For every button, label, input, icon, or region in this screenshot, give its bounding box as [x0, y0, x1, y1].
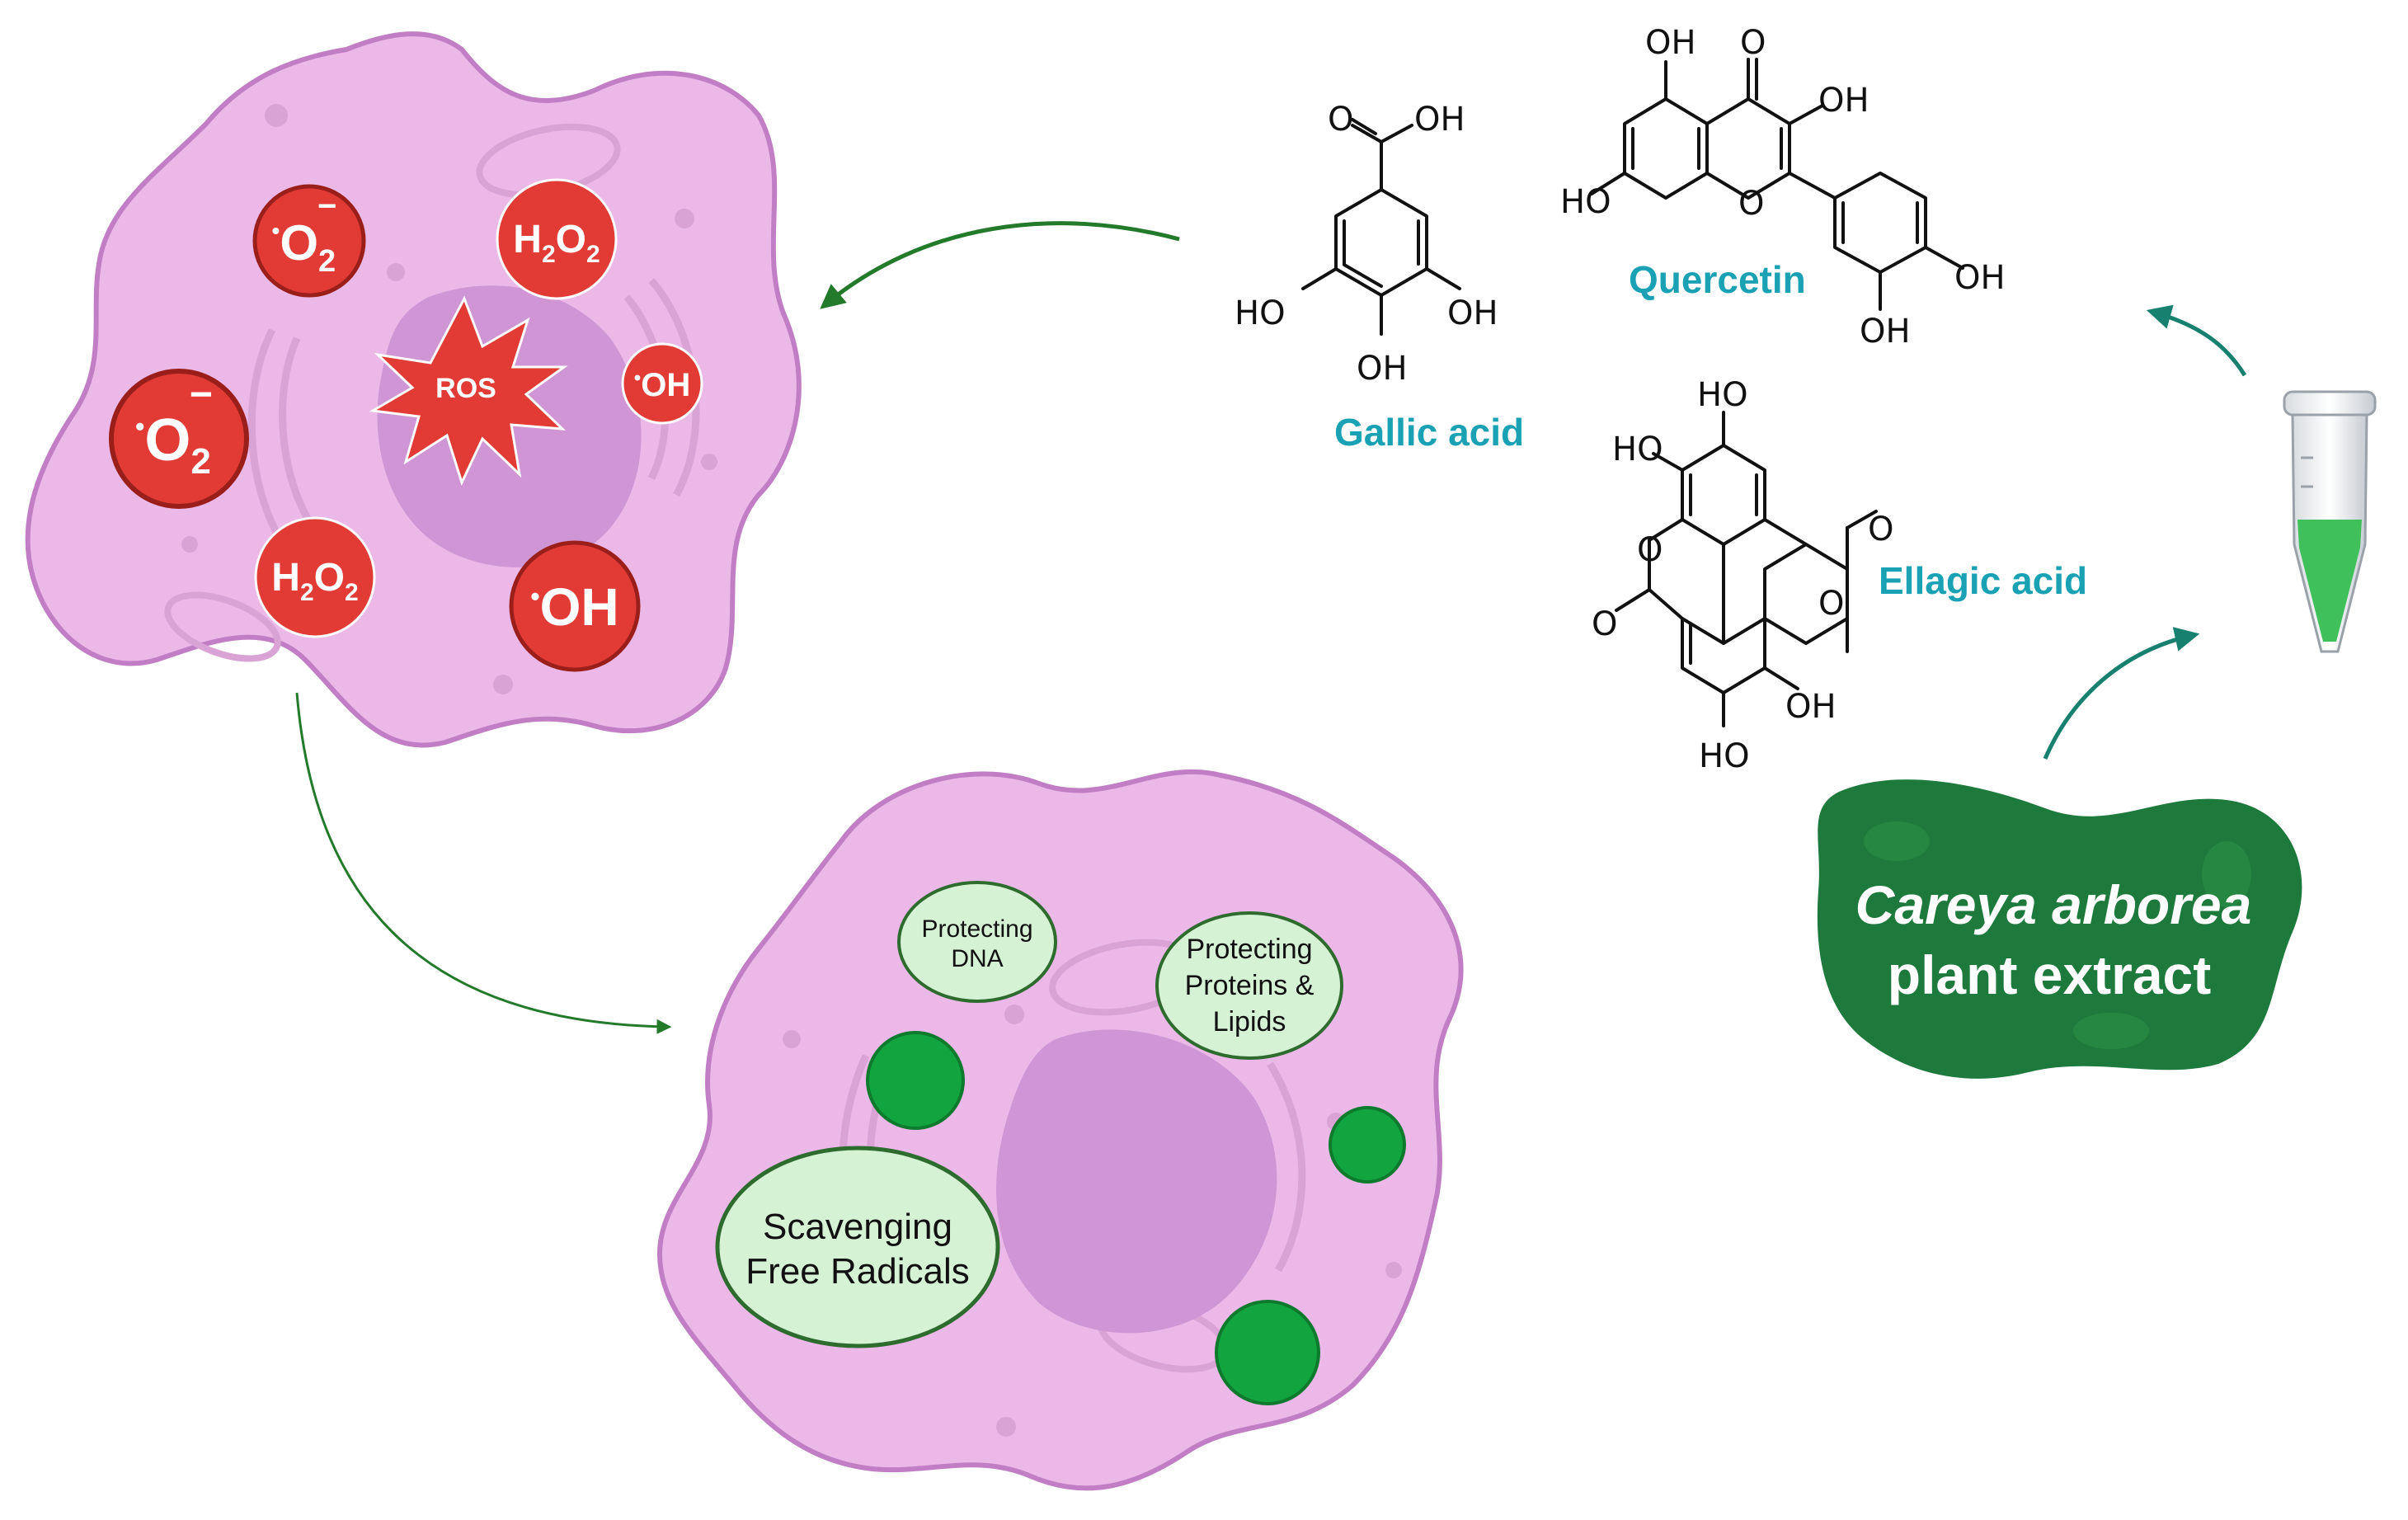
dna-label-line2: DNA — [951, 945, 1003, 972]
scavenging-free-radicals-bubble: Scavenging Free Radicals — [715, 1146, 1000, 1348]
svg-text:•OH: •OH — [634, 367, 690, 403]
svg-text:OH: OH — [1954, 259, 2006, 297]
quercetin-structure: OH O OH O HO OH OH — [1560, 24, 2006, 351]
svg-text:O: O — [1818, 585, 1844, 623]
arrow-to-protected-cell — [295, 692, 672, 1034]
vesicle — [701, 454, 717, 470]
svg-text:HO: HO — [1697, 376, 1748, 414]
svg-text:•O2−: •O2− — [135, 373, 213, 482]
proteins-label-line3: Lipids — [1213, 1006, 1286, 1038]
svg-text:O: O — [1637, 531, 1663, 569]
ellagic-acid-label: Ellagic acid — [1879, 559, 2087, 602]
mitochondrion — [164, 591, 281, 662]
extract-tube-icon — [2283, 390, 2377, 653]
vesicle — [1004, 1005, 1024, 1024]
vesicle — [181, 536, 198, 553]
hydroxyl-radical: •OH — [621, 342, 703, 425]
svg-text:O: O — [1738, 185, 1764, 223]
svg-text:OH: OH — [1357, 350, 1408, 388]
er-line — [1267, 1061, 1306, 1273]
svg-text:O: O — [1868, 511, 1893, 548]
gallic-acid-label: Gallic acid — [1334, 411, 1524, 454]
svg-text:O: O — [1740, 24, 1766, 62]
scavenging-label-line1: Scavenging — [763, 1207, 952, 1247]
svg-text:OH: OH — [1785, 688, 1837, 726]
ros-burst — [369, 295, 568, 487]
hydroxyl-radical: •OH — [509, 540, 641, 672]
svg-text:•OH: •OH — [530, 577, 618, 637]
scavenging-label-line2: Free Radicals — [745, 1251, 969, 1292]
hydrogen-peroxide: H2O2 — [254, 516, 376, 638]
quercetin-label: Quercetin — [1629, 258, 1806, 301]
hydrogen-peroxide: H2O2 — [496, 178, 618, 300]
superoxide-radical: •O2− — [252, 184, 366, 298]
svg-text:OH: OH — [1860, 313, 1911, 351]
plant-extract-label: plant extract — [1888, 944, 2211, 1005]
ros-stressed-cell: ROS •O2− H2O2 •OH •O2− — [25, 31, 802, 748]
protecting-proteins-lipids-bubble: Protecting Proteins & Lipids — [1155, 911, 1343, 1060]
svg-text:OH: OH — [1447, 294, 1498, 332]
ros-label: ROS — [435, 373, 496, 404]
vesicle — [493, 675, 513, 694]
protected-cell: Protecting DNA Protecting Proteins & Lip… — [656, 769, 1464, 1491]
svg-text:OH: OH — [1818, 82, 1869, 120]
plant-extract-blob: Careya arborea plant extract — [1817, 779, 2302, 1079]
vesicle — [265, 104, 288, 127]
er-line — [279, 336, 317, 530]
plant-name: Careya arborea — [1855, 874, 2252, 935]
svg-text:HO: HO — [1560, 183, 1611, 221]
antioxidant-particle — [1329, 1106, 1406, 1184]
antioxidant-particle — [1215, 1300, 1320, 1405]
vesicle — [387, 263, 405, 281]
svg-text:H2O2: H2O2 — [513, 218, 600, 268]
arrow-plant-to-tube — [2043, 627, 2200, 760]
svg-text:OH: OH — [1645, 24, 1696, 62]
arrow-tube-to-compounds — [2146, 304, 2247, 377]
vesicle — [783, 1030, 801, 1048]
svg-text:H2O2: H2O2 — [271, 556, 358, 606]
ellagic-acid-structure: HO HO O O O O OH HO — [1592, 376, 1893, 775]
svg-text:•O2−: •O2− — [272, 188, 337, 279]
svg-text:HO: HO — [1235, 294, 1286, 332]
arrow-to-ros-cell — [820, 221, 1180, 309]
svg-text:HO: HO — [1612, 431, 1663, 468]
vesicle — [1385, 1262, 1402, 1278]
dna-label-line1: Protecting — [921, 915, 1032, 943]
svg-text:O: O — [1592, 605, 1617, 643]
superoxide-radical: •O2− — [109, 369, 249, 509]
svg-text:HO: HO — [1699, 737, 1750, 775]
vesicle — [996, 1417, 1016, 1437]
protecting-dna-bubble: Protecting DNA — [897, 881, 1057, 1003]
er-line — [247, 327, 292, 555]
antioxidant-particle — [866, 1031, 965, 1130]
gallic-acid-structure: O OH HO OH OH — [1235, 101, 1498, 388]
proteins-label-line1: Protecting — [1186, 934, 1312, 965]
svg-text:OH: OH — [1414, 101, 1465, 139]
proteins-label-line2: Proteins & — [1185, 970, 1315, 1001]
vesicle — [675, 209, 694, 228]
nucleus — [996, 1029, 1277, 1334]
svg-text:O: O — [1328, 101, 1353, 139]
